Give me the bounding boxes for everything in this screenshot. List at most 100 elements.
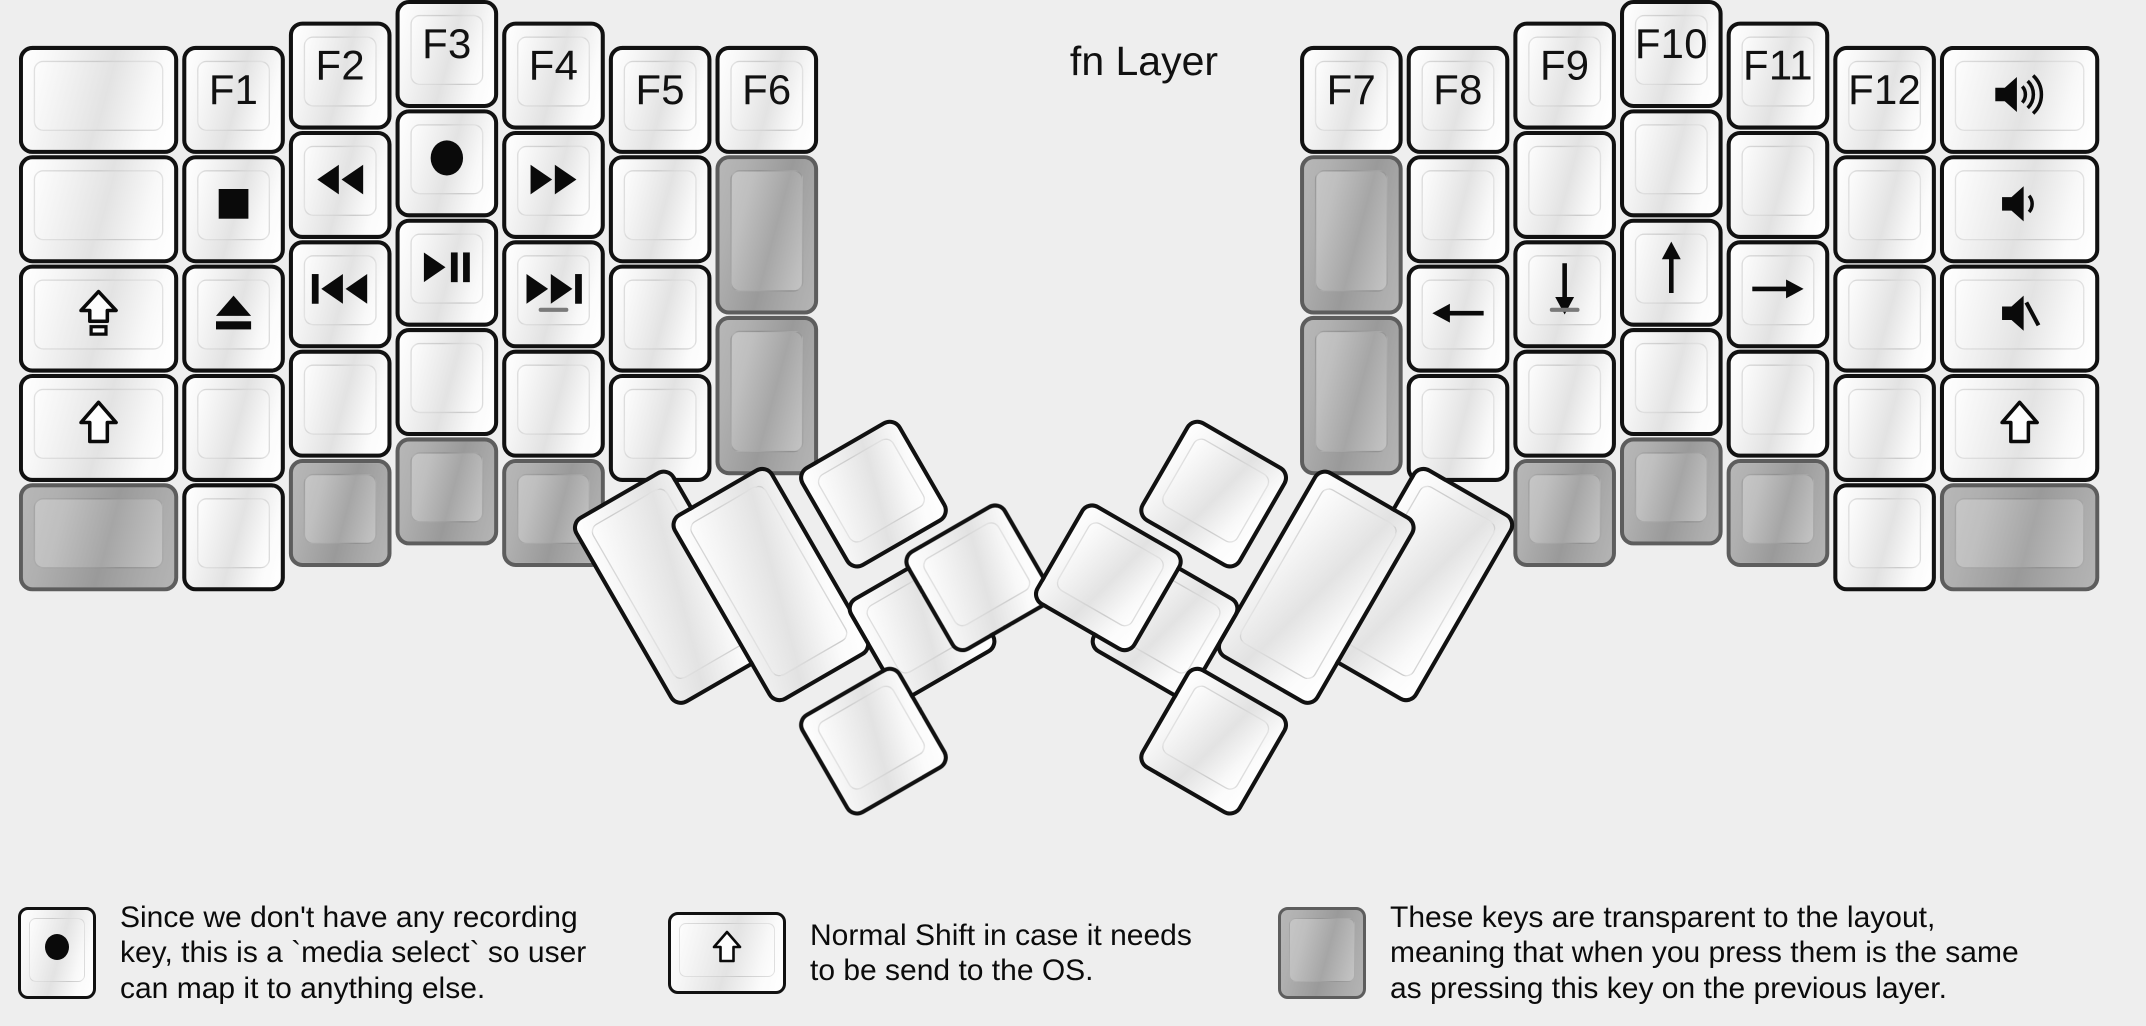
secondary-mark xyxy=(1549,307,1580,312)
legend-item-shift-note: Normal Shift in case it needs to be send… xyxy=(668,880,1192,1026)
right-middle-key-3[interactable] xyxy=(1513,240,1616,349)
left-ring-key-1[interactable]: F2 xyxy=(288,21,392,130)
right-middle-key-2[interactable] xyxy=(1513,130,1616,239)
blank xyxy=(23,159,174,259)
right-pinky-key-2[interactable] xyxy=(1726,130,1830,239)
left-pinky-key-5[interactable] xyxy=(182,483,285,592)
left-index-inner-key-4[interactable] xyxy=(608,373,712,482)
caps-lock-icon xyxy=(23,269,174,369)
right-outer-wide-key-4[interactable] xyxy=(1939,373,2100,482)
right-index-key-2[interactable] xyxy=(1406,155,1510,264)
right-index-key-1[interactable]: F8 xyxy=(1406,45,1510,154)
left-index-inner-key-3[interactable] xyxy=(608,264,712,373)
right-ring-key-3[interactable] xyxy=(1620,218,1723,327)
right-pinky-outer-key-4[interactable] xyxy=(1833,373,1936,482)
right-outer-wide-key-1[interactable] xyxy=(1939,45,2100,154)
right-index-key-3[interactable] xyxy=(1406,264,1510,373)
left-pinky-key-4[interactable] xyxy=(182,373,285,482)
legend-item-transparent-note: These keys are transparent to the layout… xyxy=(1278,880,2019,1026)
blank xyxy=(720,320,815,471)
left-pinky-key-1[interactable]: F1 xyxy=(182,45,285,154)
left-pinky-key-2[interactable] xyxy=(182,155,285,264)
left-index-key-1[interactable]: F4 xyxy=(502,21,605,130)
left-pinky-outer-key-3[interactable] xyxy=(18,264,179,373)
right-pinky-key-3[interactable] xyxy=(1726,240,1830,349)
left-pinky-key-3[interactable] xyxy=(182,264,285,373)
right-index-key-4[interactable] xyxy=(1406,373,1510,482)
keycap-label: F12 xyxy=(1848,66,1922,114)
left-ring-key-4[interactable] xyxy=(288,349,392,458)
right-middle-key-1[interactable]: F9 xyxy=(1513,21,1616,130)
keycap-label: F4 xyxy=(528,41,579,90)
right-pinky-outer-key-3[interactable] xyxy=(1833,264,1936,373)
blank xyxy=(1304,320,1399,471)
right-ring-key-1[interactable]: F10 xyxy=(1620,0,1723,108)
left-middle-key-1[interactable]: F3 xyxy=(395,0,499,108)
blank xyxy=(1517,463,1612,563)
blank xyxy=(1944,487,2095,587)
left-index-key-3[interactable] xyxy=(502,240,605,349)
left-index-key-2[interactable] xyxy=(502,130,605,239)
left-ring-key-5[interactable] xyxy=(288,459,392,567)
right-middle-key-4[interactable] xyxy=(1513,349,1616,458)
blank xyxy=(613,269,708,369)
keycap-label: F5 xyxy=(635,66,685,114)
right-pinky-key-1[interactable]: F11 xyxy=(1726,21,1830,130)
right-outer-wide-key-3[interactable] xyxy=(1939,264,2100,373)
left-ring-key-3[interactable] xyxy=(288,240,392,349)
fast-forward-icon xyxy=(506,135,601,235)
rewind-icon xyxy=(293,135,388,235)
legend-keycap-shift-note xyxy=(668,912,786,994)
arrow-left-icon xyxy=(1411,269,1506,369)
left-pinky-outer-key-2[interactable] xyxy=(18,155,179,264)
blank xyxy=(1731,463,1826,563)
right-pinky-outer-key-5[interactable] xyxy=(1833,483,1936,592)
left-middle-key-2[interactable] xyxy=(395,109,499,218)
right-pinky-key-5[interactable] xyxy=(1726,459,1830,567)
blank xyxy=(506,463,601,563)
volume-down-icon xyxy=(1944,159,2095,259)
left-index-key-4[interactable] xyxy=(502,349,605,458)
legend-keycap-record-note xyxy=(18,907,96,999)
right-outer-wide-key-5[interactable] xyxy=(1939,483,2100,592)
record-icon xyxy=(400,113,495,213)
keycap-label: F10 xyxy=(1634,20,1708,68)
shift-icon xyxy=(712,930,742,977)
blank xyxy=(1517,354,1612,454)
page-title: fn Layer xyxy=(1069,38,1219,84)
blank xyxy=(400,332,495,432)
left-ring-key-2[interactable] xyxy=(288,130,392,239)
left-inner-tall-key-2[interactable] xyxy=(715,155,819,315)
secondary-mark xyxy=(538,307,569,312)
left-pinky-outer-key-1[interactable] xyxy=(18,45,179,154)
right-pinky-key-4[interactable] xyxy=(1726,349,1830,458)
right-ring-key-4[interactable] xyxy=(1620,328,1723,437)
right-ring-key-2[interactable] xyxy=(1620,109,1723,218)
right-pinky-outer-key-1[interactable]: F12 xyxy=(1833,45,1936,154)
blank xyxy=(506,354,601,454)
left-middle-key-3[interactable] xyxy=(395,218,499,327)
left-inner-tall-key-3[interactable] xyxy=(715,315,819,476)
left-index-key-5[interactable] xyxy=(502,459,605,567)
right-middle-key-5[interactable] xyxy=(1513,459,1616,567)
blank xyxy=(186,487,281,587)
right-ring-key-5[interactable] xyxy=(1620,437,1723,546)
legend: Since we don't have any recording key, t… xyxy=(0,880,2146,1026)
left-index-inner-key-1[interactable]: F5 xyxy=(608,45,712,154)
left-pinky-outer-key-5[interactable] xyxy=(18,483,179,592)
right-index-inner-key-1[interactable]: F7 xyxy=(1300,45,1403,154)
right-outer-wide-key-2[interactable] xyxy=(1939,155,2100,264)
keycap-label: F6 xyxy=(742,66,792,114)
record-icon xyxy=(40,930,74,977)
blank xyxy=(186,378,281,478)
blank xyxy=(400,441,495,541)
left-middle-key-4[interactable] xyxy=(395,328,499,437)
right-index-inner-key-3[interactable] xyxy=(1300,315,1403,476)
left-middle-key-5[interactable] xyxy=(395,437,499,546)
right-index-inner-key-2[interactable] xyxy=(1300,155,1403,315)
left-pinky-outer-key-4[interactable] xyxy=(18,373,179,482)
left-inner-tall-key-1[interactable]: F6 xyxy=(715,45,819,154)
legend-text-shift-note: Normal Shift in case it needs to be send… xyxy=(810,918,1192,987)
right-pinky-outer-key-2[interactable] xyxy=(1833,155,1936,264)
left-index-inner-key-2[interactable] xyxy=(608,155,712,264)
